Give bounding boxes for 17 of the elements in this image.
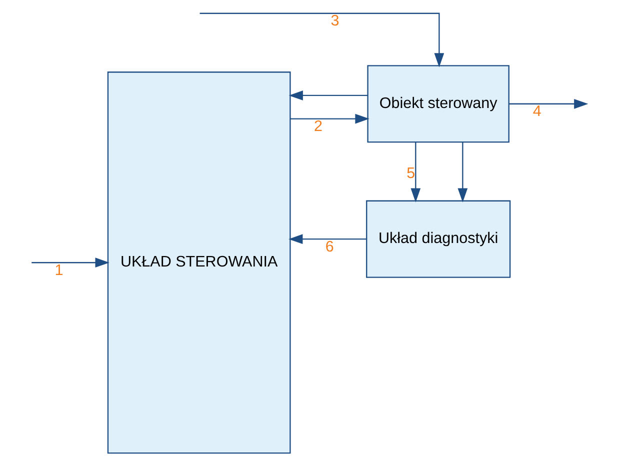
arrow	[509, 98, 588, 109]
edge-label: 4	[532, 103, 542, 120]
arrow	[410, 142, 421, 202]
edge-label: 1	[54, 262, 64, 279]
arrow	[290, 114, 370, 124]
arrow	[32, 258, 110, 268]
arrow	[288, 234, 367, 244]
arrow	[458, 142, 468, 202]
node-box: Obiekt sterowany	[367, 65, 510, 143]
arrow	[200, 12, 444, 68]
edge-label: 2	[314, 118, 323, 136]
node-box: UKŁAD STEROWANIA	[107, 72, 291, 454]
edge-label: 5	[406, 164, 416, 182]
edge-label: 6	[325, 238, 334, 256]
edge-label: 3	[330, 12, 340, 30]
node-box: Układ diagnostyki	[366, 200, 511, 278]
arrow	[288, 90, 368, 100]
